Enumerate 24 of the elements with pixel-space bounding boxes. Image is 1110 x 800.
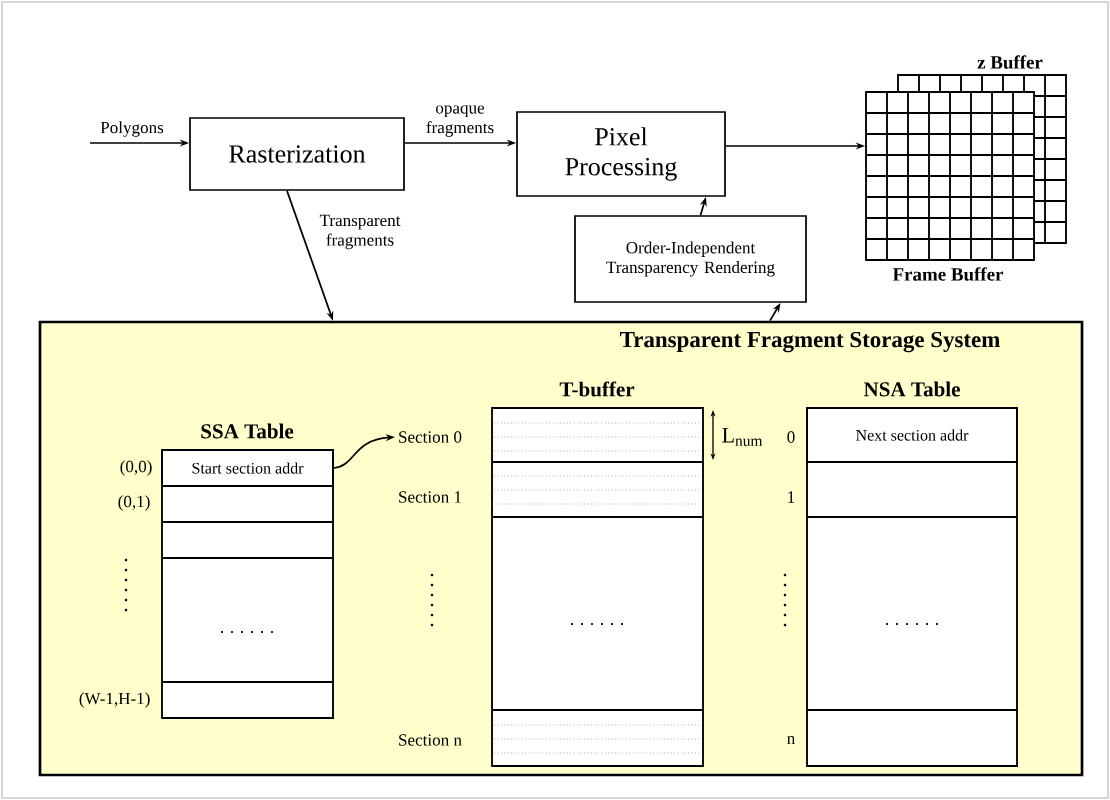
- edge-label: Transparent fragments: [319, 214, 401, 250]
- heading: Transparent Fragment Storage System: [620, 331, 1000, 353]
- row-label: (0,1): [118, 495, 150, 511]
- heading: Frame Buffer: [892, 267, 1004, 281]
- edge-label: Polygons: [100, 121, 164, 137]
- section-label: Section 0: [399, 431, 462, 443]
- heading: SSA Table: [201, 423, 294, 439]
- process-box: Rasterization: [189, 117, 405, 191]
- heading: T-buffer: [559, 381, 635, 397]
- row-label: L$_{num}$: [722, 428, 763, 446]
- edge-label: opaque fragments: [426, 105, 494, 137]
- row-label: 0: [787, 431, 795, 443]
- heading: z Buffer: [977, 55, 1043, 69]
- row-label: Section 1: [399, 491, 461, 503]
- row-label: (W-1,H-1): [79, 692, 150, 708]
- process-box: Pixel Processing: [516, 111, 726, 197]
- table-cell: Start section addr: [161, 449, 334, 487]
- row-label: 1: [788, 491, 795, 503]
- row-label: n: [787, 736, 795, 745]
- process-box: Order-Independent Transparency Rendering: [574, 215, 807, 303]
- row-label: Section n: [399, 734, 462, 746]
- table-cell: Next section addr: [806, 407, 1018, 463]
- heading: NSA Table: [863, 381, 960, 397]
- row-label: (0,0): [120, 460, 152, 476]
